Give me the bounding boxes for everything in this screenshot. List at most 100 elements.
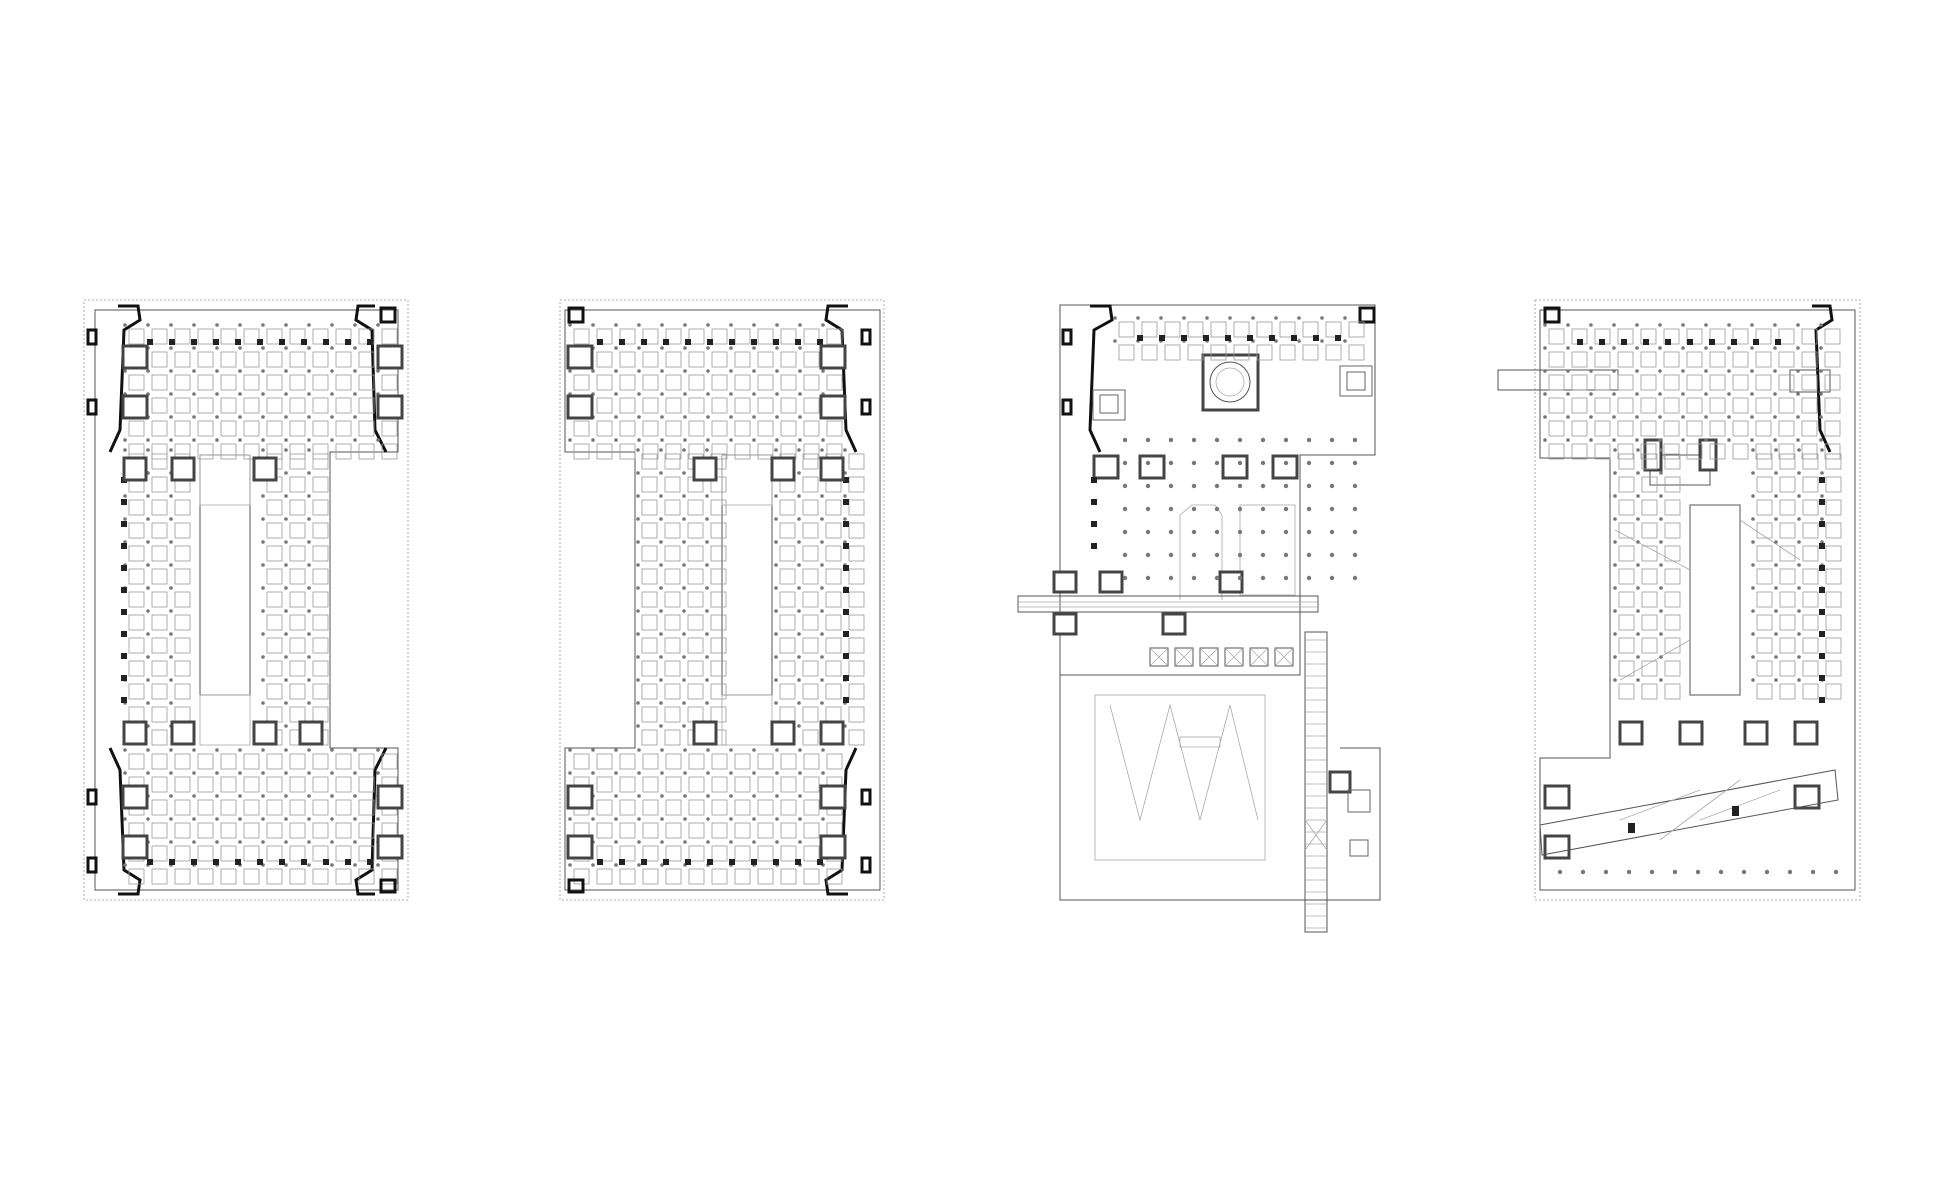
plan-4-grid [1543,323,1842,875]
bay-cell [596,753,613,770]
structural-column [1091,477,1097,483]
column-dot [1566,346,1570,350]
column-dot [1168,529,1174,535]
column-dot [659,471,663,475]
bay-cell [289,868,306,885]
structural-column [1819,521,1825,527]
bay-cell [174,328,191,345]
column-dot [705,563,709,567]
bay-cell [128,868,145,885]
bay-cell [734,374,751,391]
column-dot [1774,632,1778,636]
structural-column [121,521,127,527]
structural-column [345,339,351,345]
bay-cell [1118,344,1135,361]
column-dot [1580,869,1586,875]
bay-cell [710,614,727,631]
column-dot [1613,471,1617,475]
column-dot [146,369,150,373]
bay-cell [1802,476,1819,493]
column-dot [169,392,173,396]
structural-column [323,859,329,865]
structural-column [191,339,197,345]
column-dot [284,346,288,350]
bay-cell [664,660,681,677]
column-dot [614,346,618,350]
column-dot [1214,552,1220,558]
bay-cell [266,499,283,516]
bay-cell [825,568,842,585]
bay-cell [803,776,820,793]
column-dot [1751,586,1755,590]
column-dot [1297,339,1301,343]
bay-cell [266,822,283,839]
bay-cell [710,683,727,700]
column-dot [1681,392,1685,396]
column-dot [1819,323,1823,327]
bay-cell [128,660,145,677]
bay-cell [1824,420,1841,437]
structural-column [147,859,153,865]
structural-column [367,339,373,345]
bay-cell [174,822,191,839]
column-dot [1191,437,1197,443]
column-dot [729,346,733,350]
column-dot [1658,369,1662,373]
bay-cell [1663,420,1680,437]
column-dot [169,701,173,705]
column-dot [123,438,127,442]
bay-cell [220,443,237,460]
column-dot [146,517,150,521]
bay-cell [734,822,751,839]
bay-cell [688,328,705,345]
column-dot [1797,540,1801,544]
structural-column [1819,675,1825,681]
bay-cell [665,753,682,770]
bay-cell [1256,321,1273,338]
column-dot [1635,346,1639,350]
column-dot [1543,438,1547,442]
bay-cell [848,568,865,585]
column-dot [284,494,288,498]
column-dot [376,748,380,752]
bay-cell [1641,637,1658,654]
bay-cell [289,351,306,368]
column-dot [353,438,357,442]
bay-cell [266,591,283,608]
column-dot [307,840,311,844]
bay-cell [266,614,283,631]
bay-cell [710,706,727,723]
column-dot [705,517,709,521]
bay-cell [734,776,751,793]
column-dot [1613,517,1617,521]
bay-cell [1779,522,1796,539]
column-dot [1343,316,1347,320]
structural-column [843,587,849,593]
bay-cell [151,568,168,585]
column-dot [169,540,173,544]
bay-cell [1302,321,1319,338]
bay-cell [688,420,705,437]
bay-cell [688,397,705,414]
column-dot [353,415,357,419]
column-dot [797,724,801,728]
bay-cell [802,453,819,470]
bay-cell [1824,443,1841,460]
column-dot [1214,506,1220,512]
bay-cell [687,683,704,700]
column-dot [1833,869,1839,875]
column-dot [1274,339,1278,343]
column-dot [307,863,311,867]
bay-cell [312,660,329,677]
column-dot [376,323,380,327]
floor-plan-1 [83,299,409,901]
column-dot [261,840,265,844]
column-dot [169,517,173,521]
bay-cell [803,443,820,460]
bay-cell [289,453,306,470]
column-dot [797,517,801,521]
column-dot [798,817,802,821]
column-dot [1329,460,1335,466]
structural-column [121,587,127,593]
bay-cell [665,397,682,414]
